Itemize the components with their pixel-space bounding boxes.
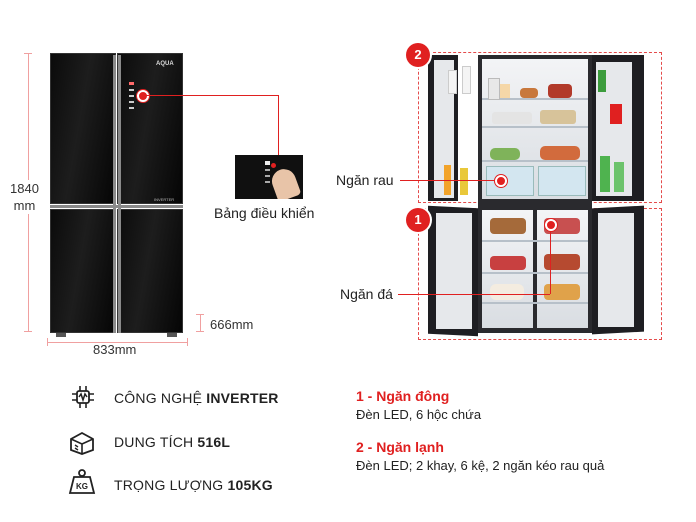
dimension-width-tick-right bbox=[187, 338, 188, 346]
control-panel-marker bbox=[137, 90, 149, 102]
feature-weight: TRỌNG LƯỢNG 105KG bbox=[114, 477, 273, 493]
right-lower-door-inner bbox=[598, 213, 634, 327]
capacity-box-icon bbox=[68, 430, 94, 456]
dimension-depth-tick-top bbox=[196, 314, 204, 315]
dimension-width-label: 833mm bbox=[93, 342, 137, 357]
shelf-3 bbox=[482, 160, 588, 162]
fridge-front: AQUA INVERTER bbox=[50, 53, 183, 337]
vegetable-drawer-label: Ngăn rau bbox=[336, 172, 394, 188]
dimension-depth-tick-bottom bbox=[196, 331, 204, 332]
fridge-inverter-badge: INVERTER bbox=[154, 197, 175, 202]
ice-compartment-label: Ngăn đá bbox=[340, 286, 393, 302]
svg-text:KG: KG bbox=[76, 482, 88, 491]
ice-compartment-callout-line-vertical bbox=[550, 225, 551, 294]
fridge-handle-right bbox=[118, 55, 121, 333]
dimension-height-tick-top bbox=[24, 53, 32, 54]
left-lower-door-inner bbox=[436, 213, 472, 329]
compartment-badge-1: 1 bbox=[406, 208, 430, 232]
dimension-width-tick-left bbox=[47, 338, 48, 346]
control-panel-callout-line bbox=[146, 95, 278, 96]
fridge-foot-left bbox=[56, 333, 66, 337]
freezer-title: 1 - Ngăn đông bbox=[356, 388, 450, 404]
fridge-handle-left bbox=[113, 55, 116, 333]
control-panel-callout-line-vertical bbox=[278, 95, 279, 157]
dimension-height-tick-bottom bbox=[24, 331, 32, 332]
freezer-description: Đèn LED, 6 hộc chứa bbox=[356, 407, 482, 422]
vegetable-drawer-marker bbox=[495, 175, 507, 187]
fridge-title: 2 - Ngăn lạnh bbox=[356, 439, 444, 455]
dimension-height-label: 1840 mm bbox=[10, 180, 39, 214]
dimension-depth-label: 666mm bbox=[210, 317, 254, 332]
fridge-brand-logo: AQUA bbox=[156, 61, 174, 67]
fridge-door-top-right bbox=[117, 53, 183, 204]
dimension-depth-line bbox=[200, 314, 201, 332]
ice-compartment-callout-line bbox=[398, 294, 550, 295]
dimension-width-line bbox=[47, 342, 187, 343]
freezer-shelf-3 bbox=[482, 302, 588, 304]
feature-inverter: CÔNG NGHỆ INVERTER bbox=[114, 390, 279, 406]
fridge-description: Đèn LED; 2 khay, 6 kệ, 2 ngăn kéo rau qu… bbox=[356, 458, 605, 473]
feature-capacity: DUNG TÍCH 516L bbox=[114, 434, 231, 450]
inverter-chip-icon bbox=[70, 384, 96, 410]
left-door-inner bbox=[434, 60, 454, 198]
shelf-1 bbox=[482, 98, 588, 100]
fridge-foot-right bbox=[167, 333, 177, 337]
fridge-door-bottom-right bbox=[117, 209, 183, 333]
vegetable-drawer-callout-line bbox=[400, 180, 497, 181]
ice-compartment-marker bbox=[545, 219, 557, 231]
compartment-badge-2: 2 bbox=[406, 43, 430, 67]
fridge-control-panel bbox=[127, 79, 137, 119]
finger-icon bbox=[268, 165, 302, 199]
control-panel-thumbnail bbox=[235, 155, 303, 199]
fridge-door-top-left bbox=[50, 53, 116, 204]
fridge-door-bottom-left bbox=[50, 209, 116, 333]
control-panel-label: Bảng điều khiển bbox=[214, 205, 315, 221]
freezer-shelf-1 bbox=[482, 240, 588, 242]
weight-kg-icon: KG bbox=[68, 468, 96, 494]
shelf-2 bbox=[482, 126, 588, 128]
fridge-middle-trim bbox=[50, 205, 183, 208]
freezer-shelf-2 bbox=[482, 272, 588, 274]
